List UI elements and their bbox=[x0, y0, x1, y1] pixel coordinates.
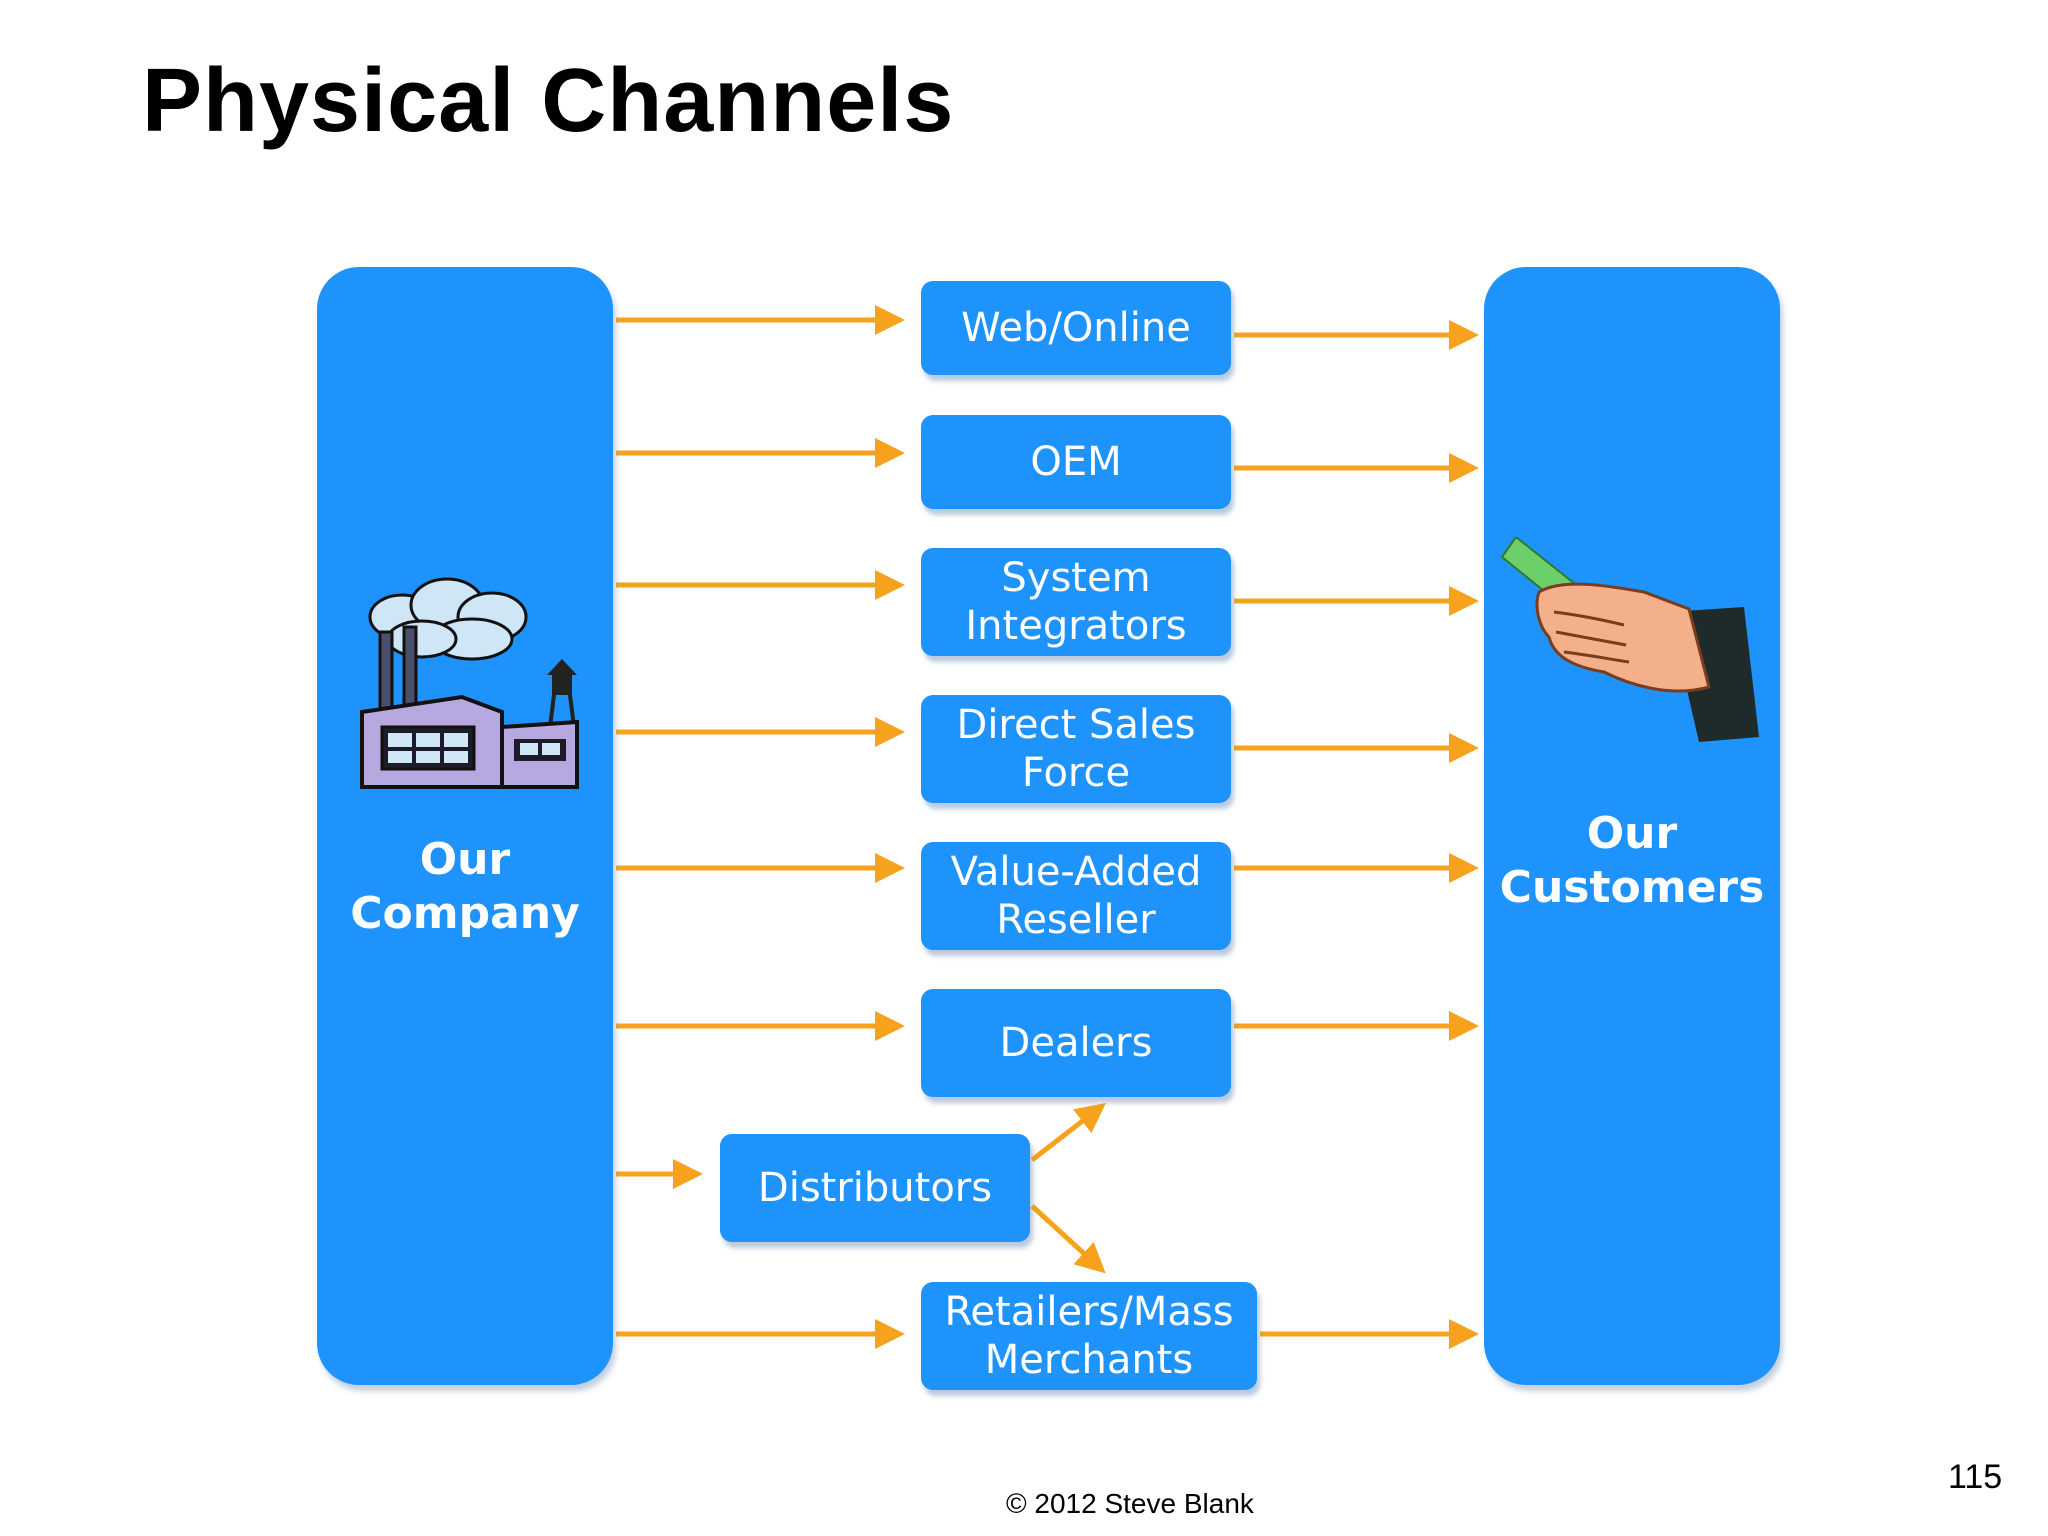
slide-title: Physical Channels bbox=[142, 51, 955, 151]
channel-oem: OEM bbox=[921, 415, 1231, 509]
our-customers-column: Our Customers bbox=[1484, 267, 1780, 1385]
factory-icon bbox=[360, 577, 579, 789]
our-company-label: Our Company bbox=[350, 834, 580, 939]
hand-with-money-icon bbox=[1500, 537, 1759, 742]
channel-retailers-mass-merchants: Retailers/Mass Merchants bbox=[921, 1282, 1257, 1390]
arrow-distributors-to-retailers bbox=[1030, 1204, 1106, 1274]
channel-dealers: Dealers bbox=[921, 989, 1231, 1097]
channel-distributors: Distributors bbox=[720, 1134, 1030, 1242]
channel-value-added-reseller: Value-Added Reseller bbox=[921, 842, 1231, 950]
channel-system-integrators: System Integrators bbox=[921, 548, 1231, 656]
our-company-column: Our Company bbox=[317, 267, 613, 1385]
arrow-distributors-to-dealers bbox=[1030, 1102, 1106, 1162]
our-customers-label: Our Customers bbox=[1499, 808, 1765, 913]
page-number: 115 bbox=[1948, 1458, 2003, 1496]
channel-web-online: Web/Online bbox=[921, 281, 1231, 375]
copyright-footer: © 2012 Steve Blank bbox=[1006, 1488, 1254, 1519]
channel-direct-sales-force: Direct Sales Force bbox=[921, 695, 1231, 803]
